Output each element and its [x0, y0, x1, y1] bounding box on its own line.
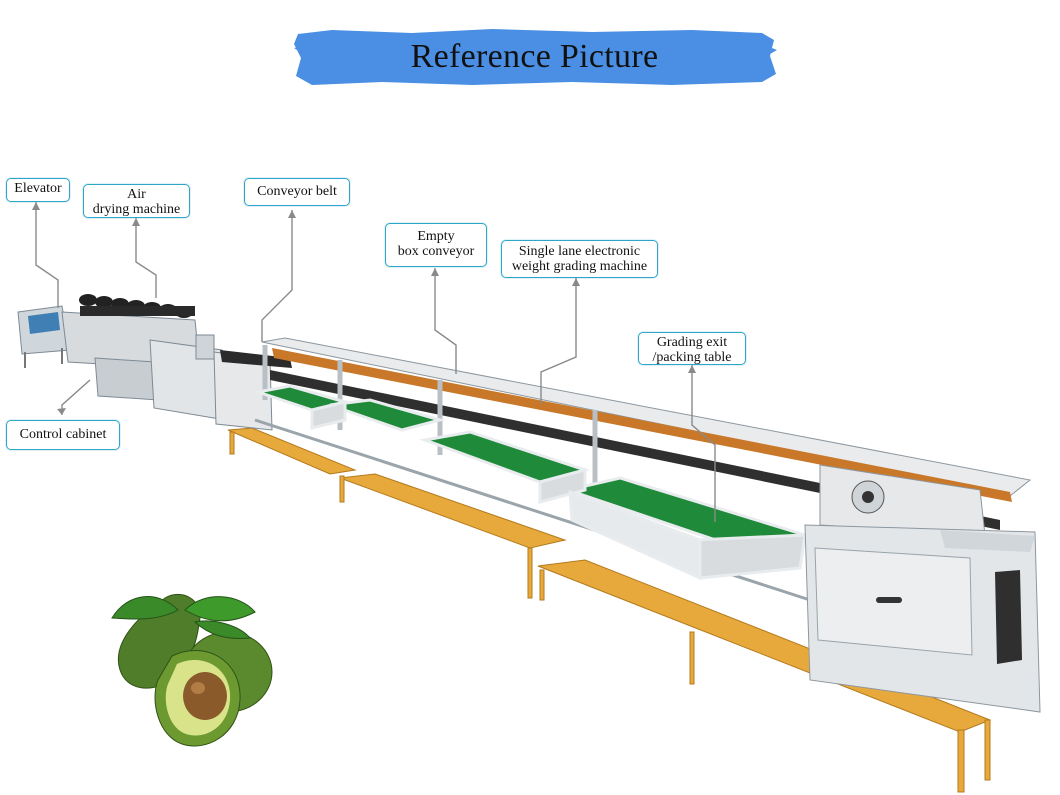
label-grading-exit-packing-table: Grading exit /packing table: [638, 332, 746, 365]
packing-trays: [252, 384, 810, 581]
control-cabinet-machine: [149, 334, 292, 431]
label-conveyor-belt-text: Conveyor belt: [257, 184, 337, 199]
label-air-drying-machine: Air drying machine: [83, 184, 190, 218]
label-empty-line1: Empty: [417, 229, 455, 244]
label-single-line2: weight grading machine: [511, 259, 648, 274]
label-control-cabinet: Control cabinet: [6, 420, 120, 450]
label-empty-box-conveyor: Empty box conveyor: [385, 223, 487, 267]
label-grading-line2: /packing table: [652, 350, 732, 365]
label-air-line1: Air: [127, 187, 146, 202]
end-unit: [804, 464, 1041, 713]
avocado-illustration: [111, 593, 273, 747]
callout-leaders: [35, 202, 716, 522]
label-single-line1: Single lane electronic: [518, 244, 641, 259]
label-control-cabinet-text: Control cabinet: [19, 427, 107, 442]
label-conveyor-belt: Conveyor belt: [244, 178, 350, 206]
label-empty-line2: box conveyor: [397, 244, 475, 259]
label-air-line2: drying machine: [92, 202, 181, 217]
label-elevator: Elevator: [6, 178, 70, 202]
label-grading-line1: Grading exit: [656, 335, 728, 350]
callout-arrowheads: [32, 202, 696, 415]
grading-machine-frame: [254, 337, 1032, 602]
page-title: Reference Picture: [410, 38, 659, 75]
title-banner: [294, 29, 777, 85]
label-weight-grading-machine: Single lane electronic weight grading ma…: [501, 240, 658, 278]
label-elevator-text: Elevator: [14, 181, 62, 196]
